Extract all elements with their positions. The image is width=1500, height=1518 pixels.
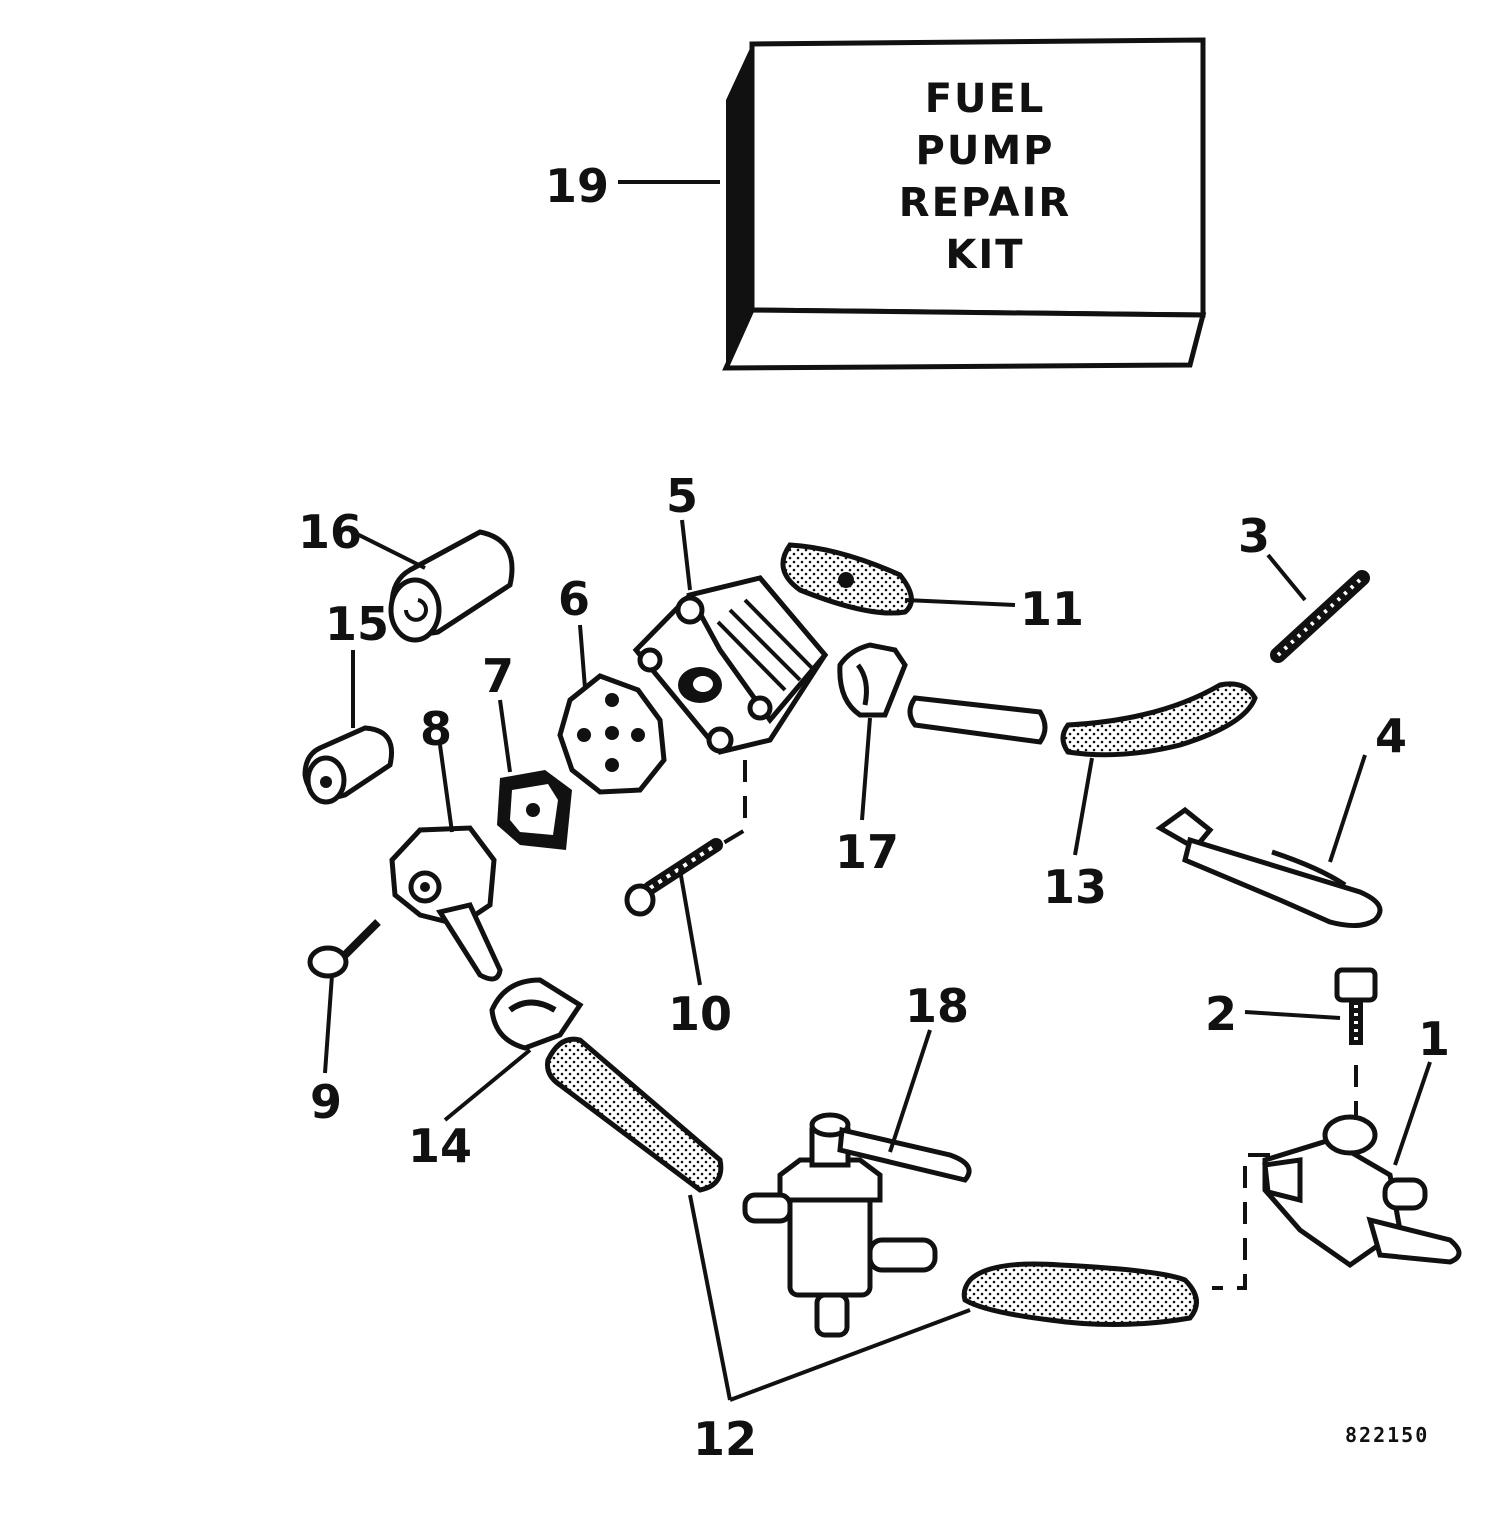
callout-19: 19 (545, 159, 609, 213)
callout-14: 14 (408, 1119, 472, 1173)
callout-16: 16 (298, 505, 362, 559)
callout-18: 18 (905, 979, 969, 1033)
part-10-screw (624, 838, 723, 917)
callout-11: 11 (1020, 582, 1084, 636)
part-17-fitting (837, 642, 908, 718)
kit-line-1: FUEL (925, 76, 1046, 122)
callout-9: 9 (310, 1075, 342, 1129)
part-12-hoses (545, 1036, 1199, 1328)
part-8-cover (389, 825, 503, 982)
callout-6: 6 (558, 572, 590, 626)
part-9-screw (307, 919, 381, 979)
part-1-connector (1262, 1114, 1462, 1269)
part-13-hoses (907, 681, 1258, 758)
repair-kit-box: FUEL PUMP REPAIR KIT (722, 37, 1207, 371)
part-6-diaphragm (557, 673, 667, 795)
part-7-gasket (497, 770, 572, 850)
part-18-valve (742, 1112, 972, 1338)
part-2-bolt (1334, 967, 1378, 1045)
callout-12: 12 (693, 1412, 757, 1466)
callout-4: 4 (1375, 709, 1407, 763)
callout-15: 15 (325, 597, 389, 651)
part-16-cylinder (388, 529, 515, 643)
callout-17: 17 (835, 825, 899, 879)
callout-10: 10 (668, 987, 732, 1041)
leader-lines (323, 180, 1432, 1402)
part-15-cylinder (302, 725, 394, 805)
callout-5: 5 (666, 469, 698, 523)
callout-numbers: 19 16 15 5 6 7 8 11 3 4 17 13 10 9 14 18… (298, 159, 1450, 1466)
assembly-dashed-lines (718, 760, 1358, 1290)
part-5-pump-body (632, 575, 829, 755)
callout-1: 1 (1418, 1012, 1450, 1066)
callout-2: 2 (1205, 987, 1237, 1041)
callout-13: 13 (1043, 860, 1107, 914)
callout-7: 7 (482, 649, 514, 703)
part-3-spring (1270, 570, 1370, 663)
callout-3: 3 (1238, 509, 1270, 563)
kit-line-4: KIT (945, 232, 1024, 278)
kit-line-2: PUMP (916, 128, 1055, 174)
callout-8: 8 (420, 702, 452, 756)
part-11-filter-pad (780, 542, 914, 616)
kit-line-3: REPAIR (899, 180, 1071, 226)
drawing-number: 822150 (1345, 1423, 1429, 1447)
part-4-clip (1155, 806, 1383, 928)
part-14-fitting (489, 977, 584, 1051)
